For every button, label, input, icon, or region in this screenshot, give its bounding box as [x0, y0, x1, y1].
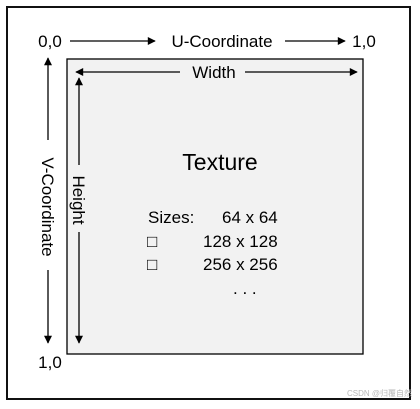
- origin-label: 0,0: [38, 32, 62, 51]
- texture-title: Texture: [182, 149, 257, 175]
- size-item-3: 256 x 256: [203, 255, 278, 274]
- u-end-label: 1,0: [352, 32, 376, 51]
- size-item-1: 64 x 64: [222, 208, 278, 227]
- width-label: Width: [192, 63, 235, 82]
- height-label: Height: [69, 175, 88, 224]
- texture-box: [66, 58, 364, 355]
- v-axis-label: V-Coordinate: [38, 157, 57, 256]
- u-axis-label: U-Coordinate: [171, 32, 272, 51]
- size-item-ellipsis: . . .: [233, 279, 257, 298]
- v-end-label: 1,0: [38, 353, 62, 372]
- bullet-icon: □: [147, 255, 157, 274]
- watermark: CSDN @归覆自然: [346, 389, 412, 398]
- size-item-2: 128 x 128: [203, 232, 278, 251]
- sizes-label: Sizes:: [148, 208, 194, 227]
- bullet-icon: □: [147, 232, 157, 251]
